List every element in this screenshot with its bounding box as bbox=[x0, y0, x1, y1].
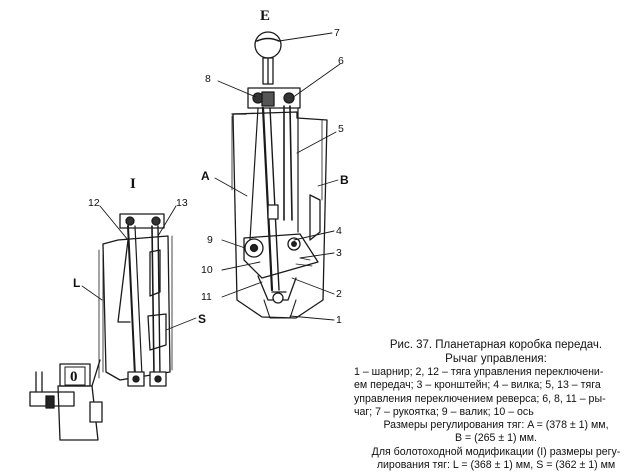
callout-7: 7 bbox=[334, 27, 340, 39]
callout-9: 9 bbox=[207, 234, 213, 246]
dimension-label-s: S bbox=[198, 312, 206, 326]
handle-knob bbox=[254, 31, 282, 59]
caption-subtitle: Рычаг управления: bbox=[445, 353, 547, 365]
callout-4: 4 bbox=[336, 225, 342, 237]
view-label-zero: 0 bbox=[70, 369, 78, 385]
caption-title: Рис. 37. Планетарная коробка передач. bbox=[389, 339, 603, 351]
caption-adjustment-line: лирования тяг: L = (368 ± 1) мм, S = (36… bbox=[376, 459, 616, 472]
caption-legend-line: 1 – шарнир; 2, 12 – тяга управления пере… bbox=[354, 366, 604, 378]
caption-adjustment-line: B = (265 ± 1) мм. bbox=[455, 432, 537, 445]
callout-10: 10 bbox=[201, 264, 213, 276]
callout-2: 2 bbox=[336, 288, 342, 300]
callout-5: 5 bbox=[338, 123, 344, 135]
callout-11: 11 bbox=[201, 291, 212, 303]
caption-adjustment-line: Размеры регулирования тяг: A = (378 ± 1)… bbox=[383, 419, 609, 432]
view-label-i: I bbox=[130, 176, 136, 192]
dimension-label-b: B bbox=[340, 173, 349, 187]
callout-1: 1 bbox=[336, 314, 342, 326]
caption-legend-line: чаг; 7 – рукоятка; 9 – валик; 10 – ось bbox=[354, 405, 534, 418]
main-lever-assembly bbox=[214, 31, 341, 321]
dimension-label-a: A bbox=[201, 169, 210, 183]
dimension-label-l: L bbox=[73, 276, 80, 290]
swamp-modification-assembly bbox=[29, 205, 197, 441]
caption-legend-line: управления переключением реверса; 6, 8, … bbox=[354, 392, 606, 405]
callout-13: 13 bbox=[176, 197, 188, 209]
callout-3: 3 bbox=[336, 247, 342, 259]
view-label-e: E bbox=[260, 8, 270, 24]
figure-caption: Рис. 37. Планетарная коробка передач. Ры… bbox=[354, 338, 638, 472]
callout-8: 8 bbox=[205, 73, 211, 85]
callout-6: 6 bbox=[338, 55, 344, 67]
caption-adjustment-line: Для болотоходной модификации (I) размеры… bbox=[371, 445, 621, 458]
callout-12: 12 bbox=[88, 197, 100, 209]
caption-legend-line: ем передач; 3 – кронштейн; 4 – вилка; 5,… bbox=[354, 379, 601, 392]
